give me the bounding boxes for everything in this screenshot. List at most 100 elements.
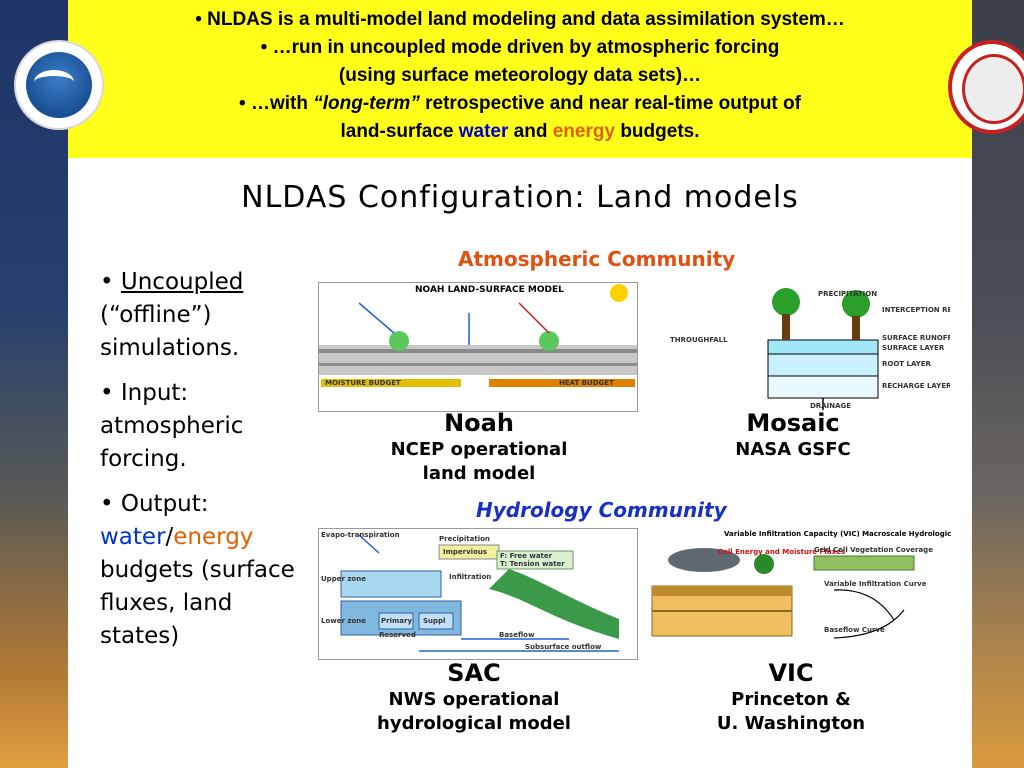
mosaic-diagram-graphic <box>767 288 879 410</box>
vic-baseflow-label: Baseflow Curve <box>824 626 885 634</box>
noah-soil-layer-2 <box>319 363 637 366</box>
vic-layer-divider <box>652 610 792 612</box>
vic-diagram: Variable Infiltration Capacity (VIC) Mac… <box>644 530 952 662</box>
sac-precip-label: Precipitation <box>439 535 490 543</box>
vic-infiltration-curve <box>833 589 895 621</box>
vic-desc-line-2: U. Washington <box>716 713 866 734</box>
bullet-list: • Uncoupled (“offline”) simulations. • In… <box>100 266 315 665</box>
vic-desc-line-1: Princeton & <box>731 689 851 710</box>
vic-fluxes-label: Cell Energy and Moisture Fluxes <box>718 548 846 556</box>
noah-flux-arrow-2 <box>518 302 550 334</box>
mosaic-root-layer <box>767 353 879 377</box>
noah-plant-left <box>389 331 409 351</box>
mosaic-runoff-label: SURFACE RUNOFF <box>882 334 950 342</box>
bullet-output: • Output: water/energy budgets (surface … <box>100 488 315 653</box>
slide-canvas: • NLDAS is a multi-model land modeling a… <box>68 0 972 768</box>
sac-primary-label: Primary <box>381 617 413 625</box>
mosaic-tree-left <box>772 288 800 316</box>
sac-upper-zone-box <box>340 570 442 598</box>
noah-heat-label: HEAT BUDGET <box>559 379 614 387</box>
noah-diagram: NOAH LAND-SURFACE MODEL MOISTURE BUDGET … <box>318 282 638 412</box>
vic-caption: VIC Princeton & U. Washington <box>686 658 896 736</box>
output-energy-word: energy <box>173 524 254 550</box>
sac-model-name: SAC <box>447 659 501 687</box>
mosaic-tree-right <box>842 290 870 318</box>
sac-watershed-shape <box>489 569 619 639</box>
noah-diagram-graphic <box>319 284 637 387</box>
banner-line-4: • …with “long-term” retrospective and ne… <box>68 90 972 118</box>
mosaic-root-layer-label: ROOT LAYER <box>882 360 931 368</box>
noah-flux-arrow-1 <box>358 302 395 334</box>
vic-baseflow-curve <box>833 609 905 639</box>
sac-diagram: Evapo-transpiration Precipitation Imperv… <box>318 528 638 660</box>
nws-logo-ring <box>962 54 1024 124</box>
hydrology-community-label: Hydrology Community <box>476 498 727 522</box>
sac-desc-line-2: hydrological model <box>377 713 571 734</box>
sac-suppl-label: Suppl <box>423 617 446 625</box>
noah-caption: Noah NCEP operational land model <box>354 408 604 486</box>
vic-figure-heading: Variable Infiltration Capacity (VIC) Mac… <box>724 530 952 538</box>
noah-moisture-bar <box>321 379 461 387</box>
sac-suppl-box <box>418 612 454 630</box>
sac-legend-box <box>496 550 574 570</box>
banner-line-1: • NLDAS is a multi-model land modeling a… <box>195 9 845 30</box>
noaa-gull-shape <box>34 70 74 94</box>
banner-line-4-end: retrospective and near real-time output … <box>419 93 801 114</box>
mosaic-recharge-layer <box>767 375 879 399</box>
noah-desc-line-1: NCEP operational <box>390 439 568 460</box>
sac-infiltration-label: Infiltration <box>449 573 492 581</box>
banner-line-5-start: land-surface <box>340 121 459 142</box>
slide-title: NLDAS Configuration: Land models <box>241 180 799 215</box>
mosaic-surface-layer-label: SURFACE LAYER <box>882 344 945 352</box>
vic-model-name: VIC <box>768 659 814 687</box>
sac-caption: SAC NWS operational hydrological model <box>344 658 604 736</box>
noah-figure-heading: NOAH LAND-SURFACE MODEL <box>415 285 564 295</box>
bullet-uncoupled: • Uncoupled (“offline”) simulations. <box>100 266 315 365</box>
sac-reserved-label: Reserved <box>379 631 416 639</box>
mosaic-desc-line-1: NASA GSFC <box>735 439 851 460</box>
mosaic-precip-label: PRECIPITATION <box>818 290 878 298</box>
sac-precip-arrow <box>358 534 380 554</box>
mosaic-recharge-label: RECHARGE LAYER <box>882 382 950 390</box>
bullet-1-rest: (“offline”) simulations. <box>100 302 240 361</box>
banner-and-word: and <box>508 121 553 142</box>
banner-line-2: • …run in uncoupled mode driven by atmos… <box>260 37 780 58</box>
sac-desc-line-1: NWS operational <box>388 689 560 710</box>
sac-baseflow-label: Baseflow <box>499 631 535 639</box>
bullet-1-marker: • <box>100 269 121 295</box>
output-water-word: water <box>100 524 166 550</box>
nws-logo-icon <box>948 40 1024 134</box>
mosaic-caption: Mosaic NASA GSFC <box>688 408 898 462</box>
sac-impervious-label: Impervious <box>443 548 488 556</box>
vic-diagram-graphic <box>651 548 915 639</box>
banner-long-term: “long-term” <box>313 93 420 114</box>
banner-line-3: (using surface meteorology data sets)… <box>338 65 702 86</box>
mosaic-surface-layer <box>767 339 879 355</box>
mosaic-diagram: PRECIPITATION INTERCEPTION RESERVOIR SUR… <box>668 282 950 412</box>
vic-cloud <box>668 548 740 572</box>
sac-lower-zone-label: Lower zone <box>321 617 366 625</box>
mosaic-model-name: Mosaic <box>746 409 840 437</box>
noah-soil-layer-1 <box>319 349 637 353</box>
bullet-3-start: • Output: <box>100 491 209 517</box>
sac-primary-box <box>378 612 414 630</box>
mosaic-trunk-left <box>782 314 790 340</box>
noah-moisture-label: MOISTURE BUDGET <box>325 379 401 387</box>
noah-desc-line-2: land model <box>422 463 536 484</box>
mosaic-drainage-label: DRAINAGE <box>810 402 852 410</box>
sac-evapo-label: Evapo-transpiration <box>321 531 400 539</box>
vic-coverage-label: Grid Cell Vegetation Coverage <box>814 546 933 554</box>
sac-outflow-label: Subsurface outflow <box>525 643 602 651</box>
noah-plant-right <box>539 331 559 351</box>
output-slash: / <box>165 524 174 550</box>
banner-line-5: land-surface water and energy budgets. <box>68 118 972 146</box>
banner-water-word: water <box>458 121 509 142</box>
sac-upper-zone-label: Upper zone <box>321 575 366 583</box>
sac-tension-water-label: T: Tension water <box>500 560 565 568</box>
uncoupled-word: Uncoupled <box>120 269 244 295</box>
bullet-input: • Input: atmospheric forcing. <box>100 380 244 472</box>
mosaic-trunk-right <box>852 316 860 340</box>
vic-curve-label: Variable Infiltration Curve <box>824 580 927 588</box>
vic-layer-0 <box>652 586 792 596</box>
noaa-logo-icon <box>14 40 104 130</box>
